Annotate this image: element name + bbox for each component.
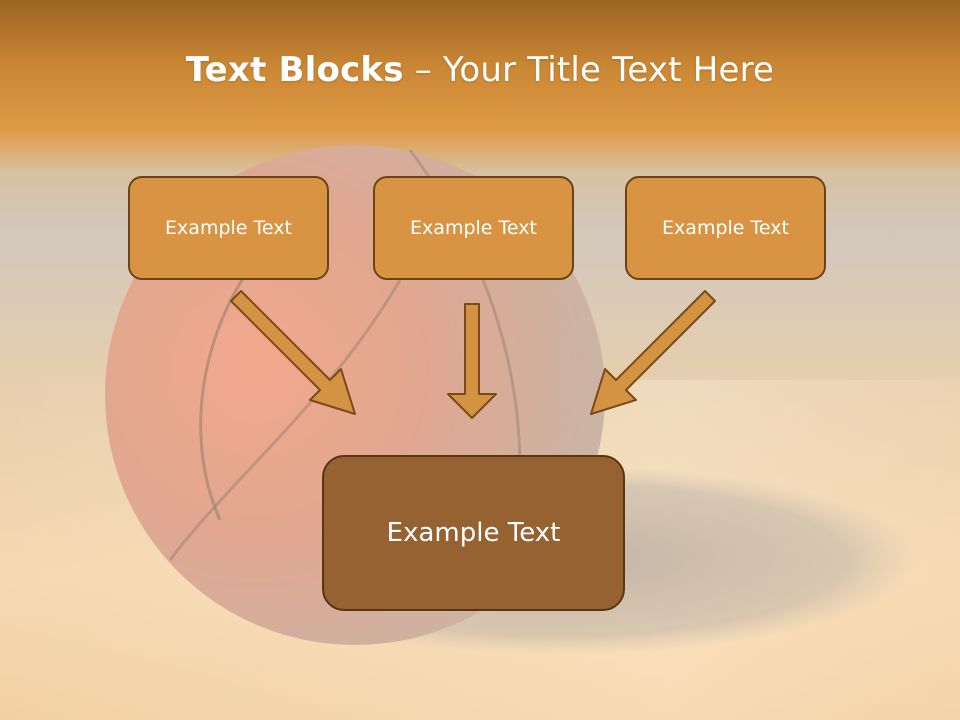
result-block[interactable]: Example Text xyxy=(322,455,625,611)
text-block-2-label: Example Text xyxy=(410,217,537,239)
arrow-middle xyxy=(447,303,497,419)
text-block-3[interactable]: Example Text xyxy=(625,176,826,280)
slide-title: Text Blocks – Your Title Text Here xyxy=(0,50,960,90)
title-dash: – xyxy=(403,50,443,90)
text-block-1[interactable]: Example Text xyxy=(128,176,329,280)
title-rest: Your Title Text Here xyxy=(442,50,775,90)
arrow-right xyxy=(590,290,716,415)
result-block-label: Example Text xyxy=(386,518,561,548)
arrow-left xyxy=(230,290,356,415)
text-block-2[interactable]: Example Text xyxy=(373,176,574,280)
title-bold-part: Text Blocks xyxy=(185,50,404,90)
text-block-3-label: Example Text xyxy=(662,217,789,239)
text-block-1-label: Example Text xyxy=(165,217,292,239)
